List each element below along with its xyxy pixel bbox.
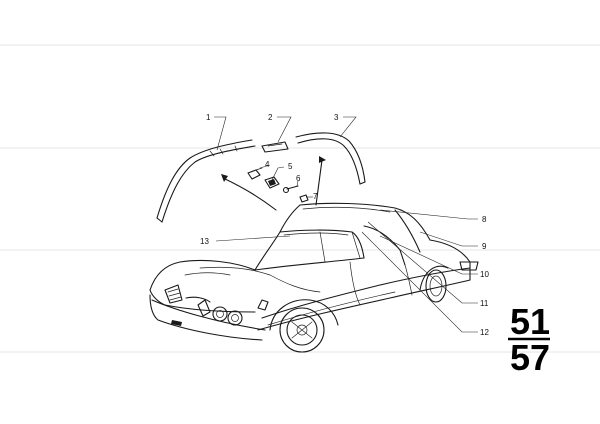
section-number: 51 57	[508, 301, 550, 378]
part-7-nut	[299, 194, 309, 203]
callout-7: 7	[313, 192, 318, 201]
callout-labels: 1 2 3 4 5 6 7 8 9 10 11 12 13	[200, 113, 489, 337]
section-bottom: 57	[510, 337, 550, 378]
callout-3: 3	[334, 113, 339, 122]
part-2-center-trim	[261, 141, 289, 153]
callout-1: 1	[206, 113, 211, 122]
callout-2: 2	[268, 113, 273, 122]
callout-13: 13	[200, 237, 209, 246]
part-4-clip	[247, 167, 263, 180]
part-3-right-trim	[295, 132, 366, 185]
callout-8: 8	[482, 215, 487, 224]
moulding-end-right	[315, 156, 326, 206]
callout-9: 9	[482, 242, 487, 251]
callout-12: 12	[480, 328, 489, 337]
callout-11: 11	[480, 299, 489, 308]
callout-5: 5	[288, 162, 293, 171]
car-illustration	[149, 202, 479, 353]
callout-4: 4	[265, 160, 270, 169]
section-top: 51	[510, 301, 550, 342]
moulding-end-left	[221, 174, 277, 211]
part-1-left-trim	[156, 139, 256, 223]
part-6-screw	[282, 185, 299, 194]
callout-6: 6	[296, 174, 301, 183]
leader-lines	[214, 116, 478, 333]
part-5-clip	[264, 176, 280, 189]
callout-10: 10	[480, 270, 489, 279]
